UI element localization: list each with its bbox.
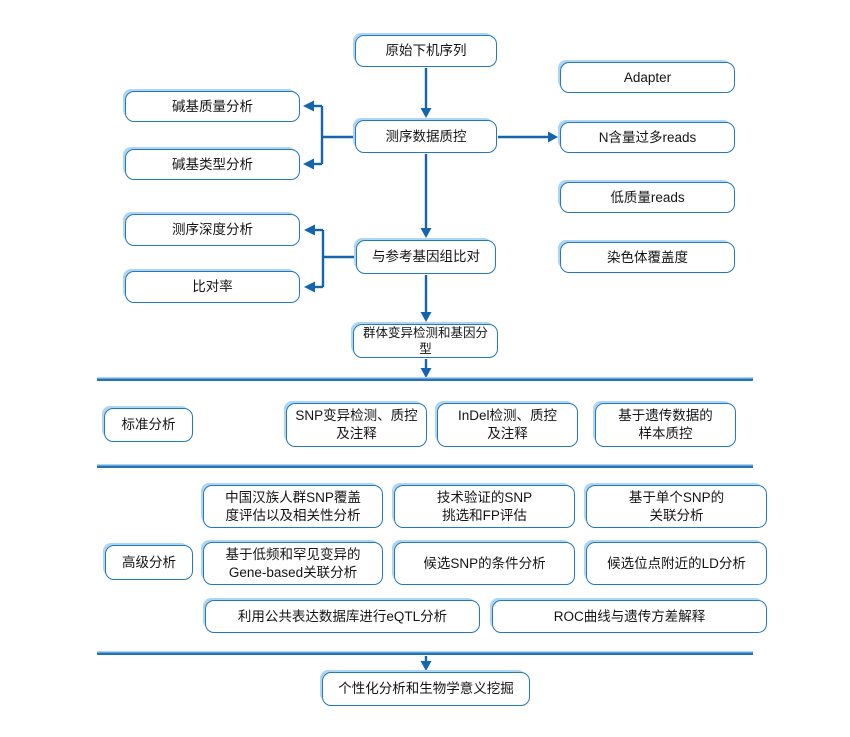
section-divider-1: [97, 377, 753, 381]
flow-box-sequencing-qc: 测序数据质控: [355, 120, 497, 153]
branch-box-mapping-rate: 比对率: [125, 271, 300, 303]
advanced-box-ld-analysis: 候选位点附近的LD分析: [586, 542, 767, 585]
advanced-box-validated-snp: 技术验证的SNP 挑选和FP评估: [394, 485, 575, 528]
standard-box-snp: SNP变异检测、质控 及注释: [286, 403, 427, 447]
connector-qc-to-nreads: [498, 131, 558, 143]
flow-box-raw-sequence: 原始下机序列: [355, 35, 497, 67]
connector-qc-to-align: [420, 154, 432, 238]
connector-variant-to-standard: [420, 359, 432, 378]
branch-box-low-quality-reads: 低质量reads: [560, 182, 735, 213]
section-divider-2: [97, 464, 753, 468]
final-box-personalized-analysis: 个性化分析和生物学意义挖掘: [322, 672, 530, 706]
advanced-box-single-snp-association: 基于单个SNP的 关联分析: [586, 485, 767, 528]
advanced-box-conditional-analysis: 候选SNP的条件分析: [394, 542, 575, 585]
advanced-box-gene-based: 基于低频和罕见变异的 Gene-based关联分析: [203, 542, 383, 585]
connector-raw-to-qc: [420, 68, 432, 118]
branch-box-base-quality: 碱基质量分析: [125, 91, 300, 122]
branch-box-n-reads: N含量过多reads: [560, 122, 735, 153]
flow-box-align-reference: 与参考基因组比对: [356, 240, 496, 274]
branch-box-chromosome-coverage: 染色体覆盖度: [560, 242, 735, 273]
standard-box-sample-qc: 基于遗传数据的 样本质控: [595, 403, 736, 447]
section-label-advanced: 高级分析: [105, 545, 193, 580]
section-label-standard: 标准分析: [104, 408, 193, 442]
standard-box-indel: InDel检测、质控 及注释: [437, 403, 578, 447]
advanced-box-eqtl: 利用公共表达数据库进行eQTL分析: [205, 600, 480, 633]
advanced-box-roc: ROC曲线与遗传方差解释: [492, 600, 767, 633]
connector-qc-left-bracket: [303, 100, 355, 170]
advanced-box-han-snp-coverage: 中国汉族人群SNP覆盖 度评估以及相关性分析: [203, 485, 383, 528]
branch-box-base-type: 碱基类型分析: [125, 149, 300, 180]
branch-box-sequencing-depth: 测序深度分析: [125, 214, 300, 246]
connector-align-to-variant: [420, 275, 432, 322]
branch-box-adapter: Adapter: [560, 62, 735, 93]
section-divider-3: [97, 651, 753, 655]
connector-to-final: [420, 656, 432, 671]
flow-box-variant-genotyping: 群体变异检测和基因分型: [353, 324, 498, 358]
connector-align-left-bracket: [304, 224, 357, 293]
